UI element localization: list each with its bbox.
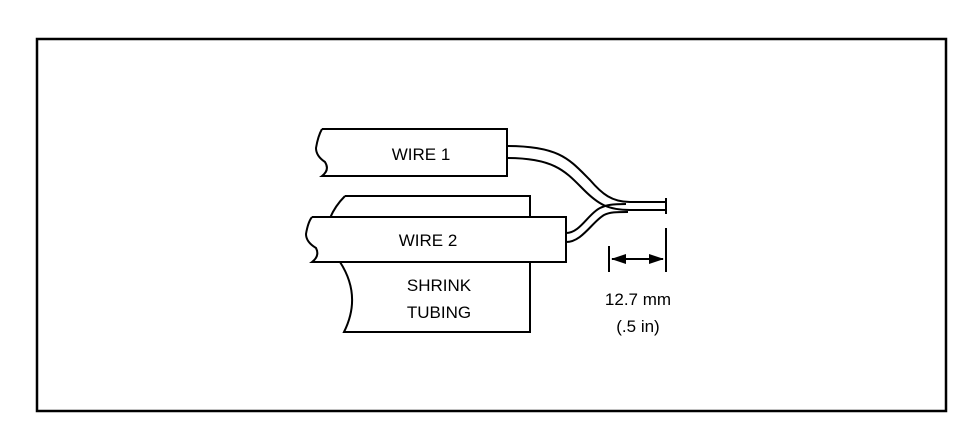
shrink-label-line2: TUBING [407, 303, 471, 322]
wire-2-conductor-top [565, 203, 627, 234]
dimension-metric-label: 12.7 mm [605, 290, 671, 309]
wire-1: WIRE 1 [314, 128, 666, 211]
wire-2: WIRE 2 [304, 203, 629, 263]
wire-2-label: WIRE 2 [399, 231, 458, 250]
dimension-arrow-left [611, 254, 626, 264]
shrink-label-line1: SHRINK [407, 276, 472, 295]
wire-1-label: WIRE 1 [392, 145, 451, 164]
dimension-imperial-label: (.5 in) [616, 317, 659, 336]
wire-2-conductor-bottom [565, 211, 629, 243]
wire-1-conductor-bottom [506, 157, 666, 211]
strip-length-dimension: 12.7 mm (.5 in) [605, 228, 671, 336]
diagram-frame [35, 37, 948, 413]
shrink-tubing: SHRINK TUBING [329, 195, 531, 333]
dimension-arrow-right [649, 254, 664, 264]
wire-1-conductor-top [506, 145, 666, 203]
